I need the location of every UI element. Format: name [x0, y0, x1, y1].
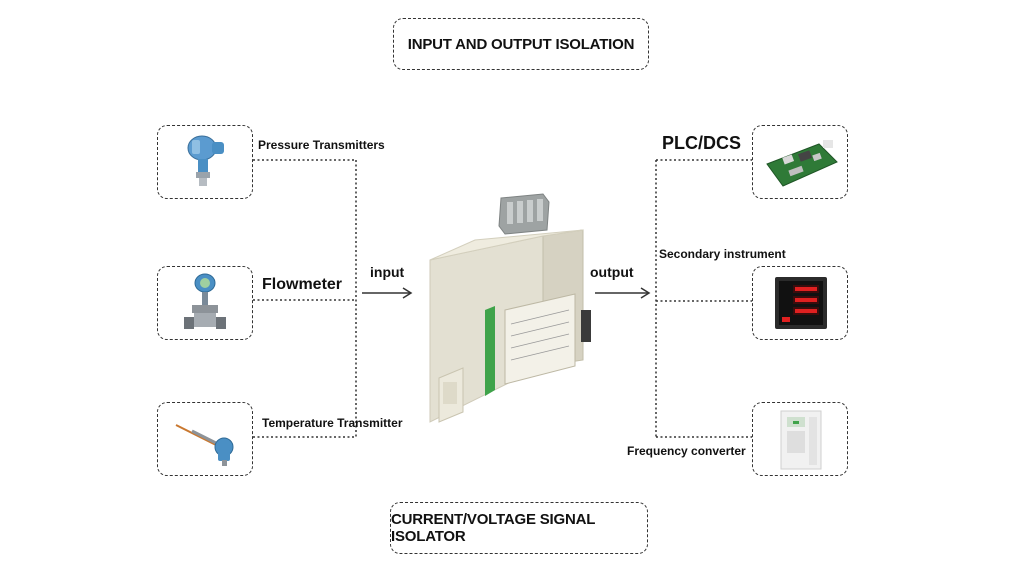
temperature-transmitter-icon: [175, 424, 234, 466]
panel-meter-icon: [775, 277, 827, 329]
label-input: input: [370, 264, 405, 280]
label-frequency-converter: Frequency converter: [627, 444, 746, 458]
pressure-transmitter-icon: [187, 135, 224, 186]
pcb-board-icon: [766, 140, 838, 187]
diagram-title-top: INPUT AND OUTPUT ISOLATION: [393, 18, 649, 70]
signal-isolator-icon: [429, 193, 591, 423]
label-secondary-instrument: Secondary instrument: [659, 247, 786, 261]
flowmeter-box: [157, 266, 253, 340]
label-output: output: [590, 264, 634, 280]
label-flowmeter: Flowmeter: [262, 276, 343, 293]
secondary-instrument-box: [752, 266, 848, 340]
input-arrow: [362, 287, 413, 299]
plc-box: [752, 125, 848, 199]
label-temperature-transmitter: Temperature Transmitter: [262, 416, 403, 430]
label-pressure-transmitters: Pressure Transmitters: [258, 138, 385, 152]
frequency-converter-icon: [780, 410, 822, 470]
temperature-transmitter-box: [157, 402, 253, 476]
pressure-transmitter-box: [157, 125, 253, 199]
flowmeter-icon: [184, 273, 226, 329]
label-plc-dcs: PLC/DCS: [662, 133, 742, 153]
diagram-title-bottom: CURRENT/VOLTAGE SIGNAL ISOLATOR: [390, 502, 648, 554]
frequency-converter-box: [752, 402, 848, 476]
